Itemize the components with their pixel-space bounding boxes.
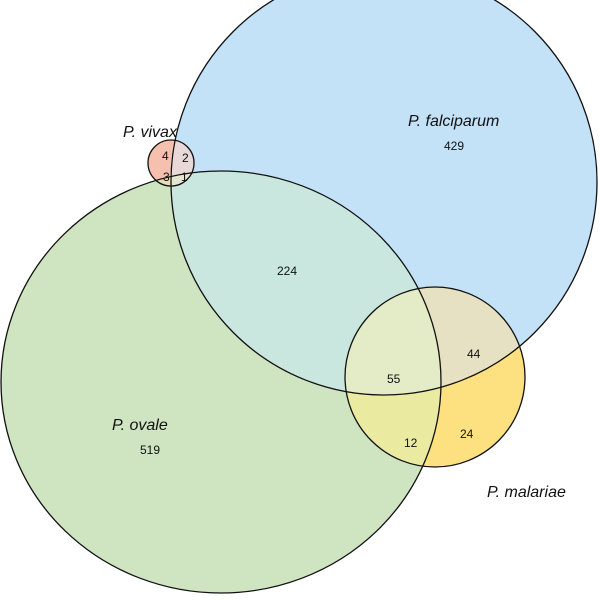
count-triple: 55	[387, 372, 401, 386]
label-malariae: P. malariae	[487, 484, 566, 501]
label-falciparum: P. falciparum	[408, 113, 499, 130]
count-vivax-falciparum: 2	[182, 151, 189, 165]
count-falciparum-ovale: 224	[277, 264, 297, 278]
count-malariae-only: 24	[460, 427, 474, 441]
count-vivax-only: 4	[162, 149, 169, 163]
label-ovale: P. ovale	[112, 417, 168, 434]
count-ovale-only: 519	[140, 443, 160, 457]
count-vivax-triple: 1	[181, 170, 188, 184]
count-vivax-ovale: 3	[163, 170, 170, 184]
count-falciparum-malariae: 44	[467, 347, 481, 361]
label-vivax: P. vivax	[123, 124, 178, 141]
count-falciparum-only: 429	[444, 139, 464, 153]
count-ovale-malariae: 12	[404, 436, 418, 450]
